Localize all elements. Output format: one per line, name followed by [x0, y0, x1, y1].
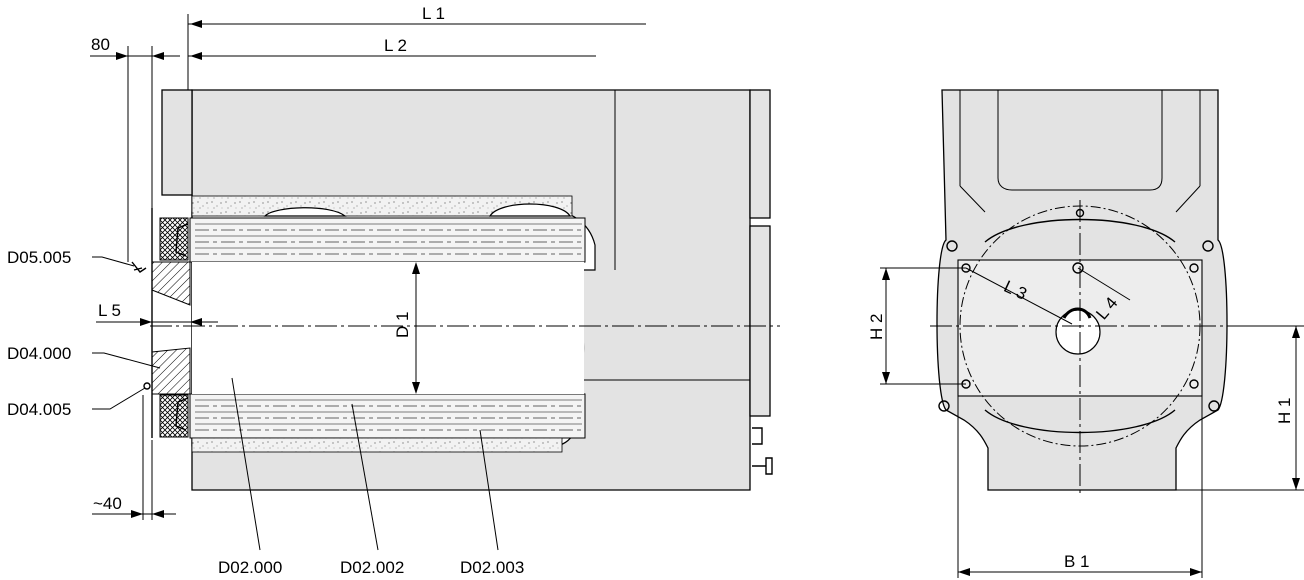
callout-d04-005: D04.005: [7, 400, 71, 419]
upper-stator-core: [189, 217, 586, 263]
bolt-hole-icon: [1072, 262, 1084, 274]
bolt-hole-icon: [1202, 240, 1214, 252]
upper-lamination-lines: [195, 223, 582, 255]
hook-lower: [175, 397, 189, 431]
callout-d02-002: D02.002: [340, 558, 404, 577]
dim-40-label: ~40: [93, 494, 122, 513]
terminal-fitting-2: [752, 457, 773, 475]
leader-d02-003: [479, 429, 499, 551]
leader-d05-005: [92, 256, 135, 267]
end-flange-lower: [159, 394, 189, 438]
fitting-d05-005: [131, 261, 147, 273]
housing-flange-top: [161, 89, 193, 196]
lower-winding-insulation: [191, 437, 563, 453]
leader-d04-005: [92, 387, 146, 410]
bolt-hole-icon: [946, 240, 958, 252]
end-view: L 3 L 4 H 2 H 1 B 1: [867, 89, 1304, 578]
h1-label: H 1: [1275, 398, 1294, 424]
seal-ring-lower: [151, 347, 191, 395]
l2-label: L 2: [384, 36, 407, 55]
leader-d02-000: [231, 377, 261, 551]
b1-label: B 1: [1064, 552, 1090, 571]
seal-ring-upper: [151, 261, 191, 306]
end-flange-upper: [159, 217, 189, 261]
bolt-hole-icon: [1189, 379, 1199, 389]
dim-80-label: 80: [91, 35, 110, 54]
l1-label: L 1: [422, 4, 445, 23]
callout-d02-000: D02.000: [218, 558, 282, 577]
l5-label: L 5: [98, 301, 121, 320]
bolt-hole-icon: [1208, 400, 1220, 412]
lower-lamination-lines: [195, 399, 582, 431]
terminal-fitting-1: [752, 427, 763, 445]
l4-radius-line: [1077, 267, 1131, 301]
callout-d02-003: D02.003: [460, 558, 524, 577]
fitting-d04-005: [143, 382, 151, 390]
winding-lobe: [488, 203, 572, 217]
h2-label: H 2: [867, 314, 886, 340]
leader-d02-002: [351, 403, 379, 551]
leader-d04-000: [92, 352, 161, 369]
hook-upper: [175, 223, 189, 257]
side-section-view: D 1 L 1 L 2 80 L 5 ~40 D05.005 D04.000: [7, 4, 780, 577]
rotation-arrow-icon: [1062, 307, 1092, 319]
end-view-shoulder-lines: [959, 185, 1201, 213]
l3-radius-line: [965, 267, 1073, 325]
side-panel-bottom: [749, 225, 771, 417]
winding-lobe: [263, 207, 347, 217]
bolt-hole-icon: [938, 400, 950, 412]
lower-stator-core: [189, 393, 586, 439]
center-hub: [1055, 309, 1101, 355]
bolt-hole-icon: [1189, 263, 1199, 273]
terminal-box-face: [997, 90, 1163, 191]
side-panel-top: [749, 89, 771, 219]
callout-d04-000: D04.000: [7, 344, 71, 363]
d1-label: D 1: [393, 312, 412, 338]
rotor-bore: [192, 262, 584, 394]
callout-d05-005: D05.005: [7, 248, 71, 267]
